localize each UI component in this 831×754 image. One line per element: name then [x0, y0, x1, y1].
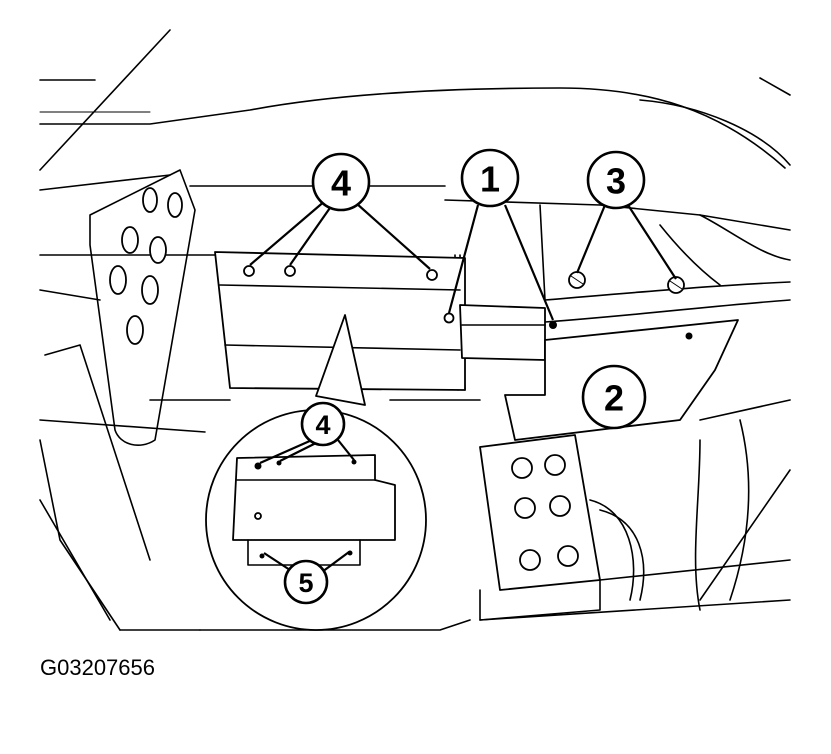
callout-4-detail-label: 4	[315, 410, 330, 440]
bolt-hole	[426, 269, 438, 281]
callout-4-label: 4	[331, 163, 351, 204]
detail-view	[205, 314, 427, 631]
nut-pair	[568, 271, 685, 294]
figure-id: G03207656	[40, 655, 155, 680]
callout-5-detail-label: 5	[298, 568, 313, 598]
pedal-plate	[479, 434, 601, 621]
bolt-hole	[243, 265, 255, 277]
left-pillar	[39, 29, 471, 631]
module-bracket	[443, 304, 557, 361]
callout-2: 2	[581, 364, 647, 430]
callout-3-label: 3	[606, 161, 626, 202]
bolt-hole	[284, 265, 296, 277]
callout-5-detail: 5	[283, 559, 329, 605]
callout-1-label: 1	[480, 159, 500, 200]
callout-4-detail: 4	[300, 401, 346, 447]
callout-2-label: 2	[604, 378, 624, 419]
callout-1: 1	[460, 148, 520, 208]
callout-3: 3	[586, 150, 646, 210]
leader-lines	[249, 199, 677, 573]
callout-4: 4	[311, 152, 371, 212]
